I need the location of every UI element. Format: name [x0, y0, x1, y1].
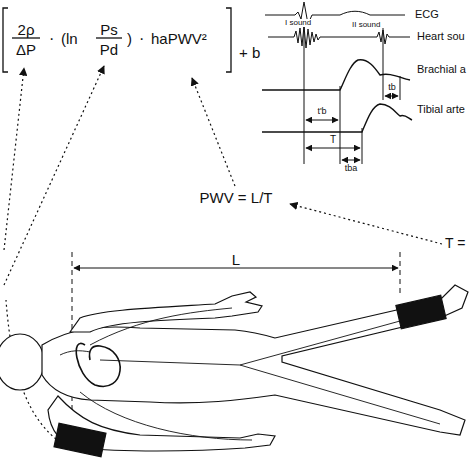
timing-line — [400, 76, 401, 100]
signal-name: ECG — [414, 9, 440, 20]
artery — [90, 308, 232, 345]
interval-label: tba — [344, 164, 359, 173]
heart — [76, 343, 120, 386]
interval-arrow — [342, 160, 360, 161]
arm-cuff — [54, 423, 106, 456]
timing-line — [340, 86, 341, 164]
ankle-cuff — [396, 295, 446, 329]
artery — [240, 365, 440, 424]
interval-label: tb — [387, 83, 397, 92]
equation: PWV = L/T — [199, 190, 274, 205]
interval-label: T — [329, 135, 337, 145]
formula-bracket — [226, 8, 231, 72]
dimension-label: L — [231, 252, 241, 267]
timing-line — [362, 128, 363, 164]
formula-term: 2ρ — [17, 22, 36, 37]
body-figure — [0, 285, 468, 457]
signal-name: Brachial a — [416, 64, 467, 75]
dimension-arrow — [74, 268, 398, 269]
pointer-line — [4, 66, 104, 285]
timing-line — [304, 26, 305, 164]
dimension-line — [400, 252, 401, 296]
formula-operator: · — [48, 31, 55, 47]
body-outline — [42, 285, 468, 435]
tibial-wave — [262, 104, 412, 132]
interval-label: t'b — [316, 107, 327, 116]
formula-marks — [3, 8, 231, 72]
formula-term: ) — [126, 31, 133, 46]
timing-line — [383, 28, 384, 100]
head — [0, 334, 44, 390]
pointer-line — [192, 78, 235, 186]
formula-term: haPWV² — [150, 31, 208, 46]
pointer-line — [4, 68, 24, 250]
upper-arm — [70, 292, 262, 332]
interval-arrow — [385, 96, 398, 97]
equation: T = — [444, 236, 466, 250]
fraction-bar — [12, 37, 40, 38]
pointer-line — [290, 204, 442, 244]
arteries — [60, 308, 440, 440]
formula-term: + b — [238, 45, 261, 60]
formula-operator: · — [138, 31, 145, 47]
artery — [60, 351, 90, 355]
interval-arrow — [306, 120, 338, 121]
formula-term: (ln — [60, 31, 79, 46]
heart-sound-trace — [268, 26, 410, 48]
formula-term: ΔP — [15, 42, 37, 57]
event-label: I sound — [284, 19, 312, 27]
formula-term: Pd — [99, 42, 119, 57]
formula-bracket — [3, 8, 8, 72]
interval-arrow — [306, 148, 360, 149]
waveform-panel — [262, 2, 412, 164]
fraction-bar — [96, 37, 122, 38]
formula-term: Ps — [99, 22, 119, 37]
artery — [100, 310, 440, 365]
signal-name: Heart sou — [416, 31, 466, 42]
event-label: II sound — [351, 21, 381, 29]
signal-name: Tibial arte — [416, 104, 466, 115]
